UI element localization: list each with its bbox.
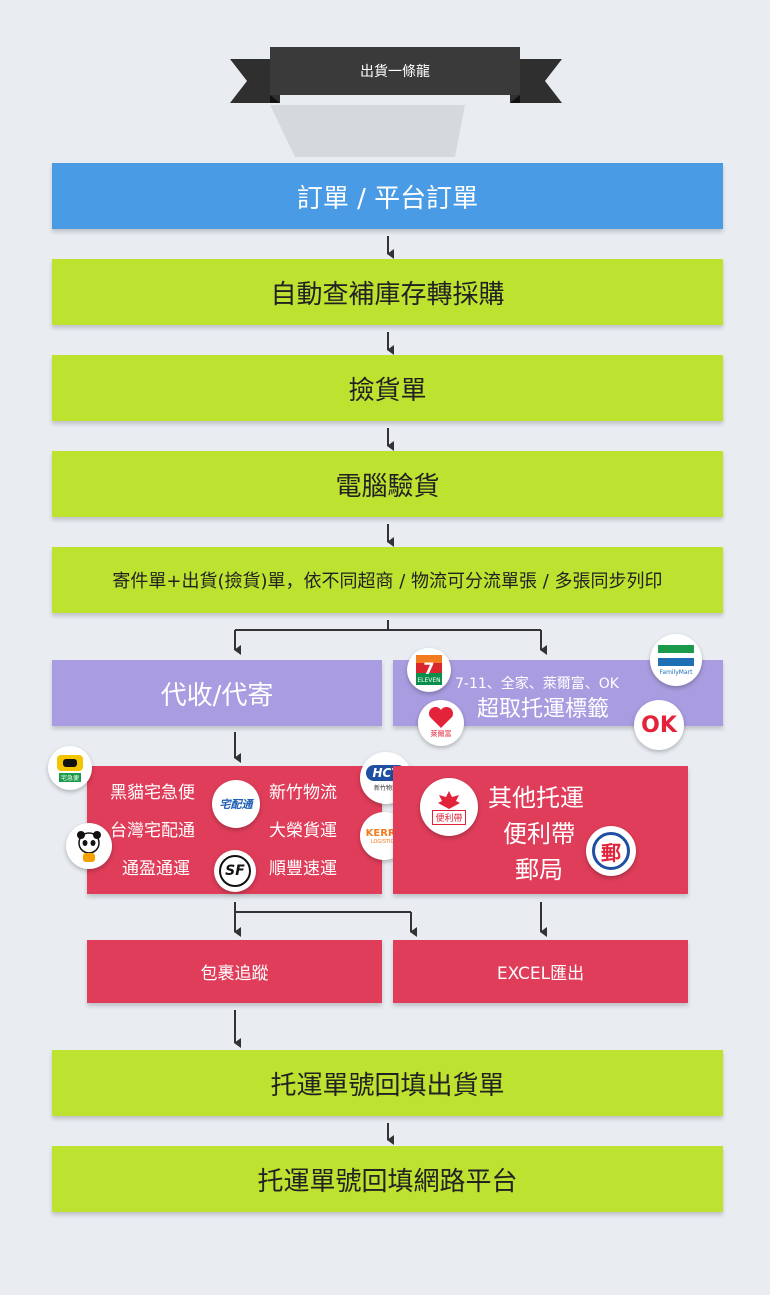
flow-step-orders-label: 訂單 / 平台訂單: [296, 183, 479, 214]
flow-cod: 代收/代寄: [52, 660, 382, 726]
flow-step-restock-label: 自動查補庫存轉採購: [270, 279, 505, 310]
post-office-logo: 郵: [586, 826, 636, 876]
flow-step-waybill-order: 托運單號回填出貨單: [52, 1050, 723, 1116]
kerry-text: KERRY: [365, 827, 403, 839]
banner-ribbon: [230, 47, 562, 157]
sf-express-logo: SF: [214, 850, 256, 892]
black-cat-text: 宅急便: [58, 772, 81, 782]
carrier-pelican: 台灣宅配通: [110, 821, 195, 841]
carrier-post: 郵局: [515, 856, 563, 884]
flow-step-printing-label: 寄件單+出貨(撿貨)單，依不同超商 / 物流可分流單張 / 多張同步列印: [112, 571, 663, 592]
flow-excel-label: EXCEL匯出: [496, 964, 585, 984]
hilife-logo: 萊爾富: [418, 700, 464, 746]
carrier-bianlidai: 便利帶: [503, 820, 575, 848]
bianlidai-logo: 便利帶: [420, 778, 478, 836]
carrier-tongying: 通盈通運: [122, 859, 190, 879]
flow-step-waybill-platform: 托運單號回填網路平台: [52, 1146, 723, 1212]
sf-express-text: SF: [219, 855, 251, 887]
pelican-text: 宅配通: [219, 798, 253, 811]
carrier-sf: 順豐速運: [269, 859, 337, 879]
flow-step-picking-label: 撿貨單: [348, 375, 427, 406]
flow-step-waybill-platform-label: 托運單號回填網路平台: [257, 1166, 518, 1197]
flow-cod-label: 代收/代寄: [160, 680, 274, 711]
flow-tracking: 包裹追蹤: [87, 940, 382, 1003]
familymart-logo: FamilyMart: [650, 634, 702, 686]
carrier-other: 其他托運: [488, 784, 584, 812]
flow-step-orders: 訂單 / 平台訂單: [52, 163, 723, 229]
hct-sub: 新竹物流: [373, 784, 398, 792]
banner-title: 出貨一條龍: [360, 64, 430, 80]
flow-excel: EXCEL匯出: [393, 940, 688, 1003]
hilife-sub: 萊爾富: [430, 730, 452, 738]
familymart-text: FamilyMart: [659, 668, 693, 676]
seven-eleven-digit: 7: [423, 659, 434, 678]
flow-step-inspection-label: 電腦驗貨: [335, 471, 440, 502]
ok-mart-logo: OK: [634, 700, 684, 750]
pickup-stores: 7-11、全家、萊爾富、OK: [455, 676, 619, 692]
kerry-sub: LOGISTICS: [370, 838, 398, 845]
carrier-hct: 新竹物流: [269, 783, 337, 803]
ok-mart-text: OK: [641, 712, 677, 738]
pelican-logo: 宅配通: [212, 780, 260, 828]
carrier-kerry: 大榮貨運: [269, 821, 337, 841]
seven-eleven-text: ELEVEN: [417, 677, 440, 684]
flow-step-inspection: 電腦驗貨: [52, 451, 723, 517]
flow-step-picking: 撿貨單: [52, 355, 723, 421]
black-cat-logo: 宅急便: [48, 746, 92, 790]
flow-step-printing: 寄件單+出貨(撿貨)單，依不同超商 / 物流可分流單張 / 多張同步列印: [52, 547, 723, 613]
panda-logo: [66, 823, 112, 869]
flow-tracking-label: 包裹追蹤: [200, 964, 269, 984]
flow-step-waybill-order-label: 托運單號回填出貨單: [270, 1070, 505, 1101]
flow-step-restock: 自動查補庫存轉採購: [52, 259, 723, 325]
seven-eleven-logo: ELEVEN 7: [407, 648, 451, 692]
carrier-black-cat: 黑貓宅急便: [110, 783, 195, 803]
bianlidai-text: 便利帶: [432, 809, 466, 825]
post-office-text: 郵: [592, 832, 630, 870]
pickup-label: 超取托運標籤: [477, 697, 610, 722]
